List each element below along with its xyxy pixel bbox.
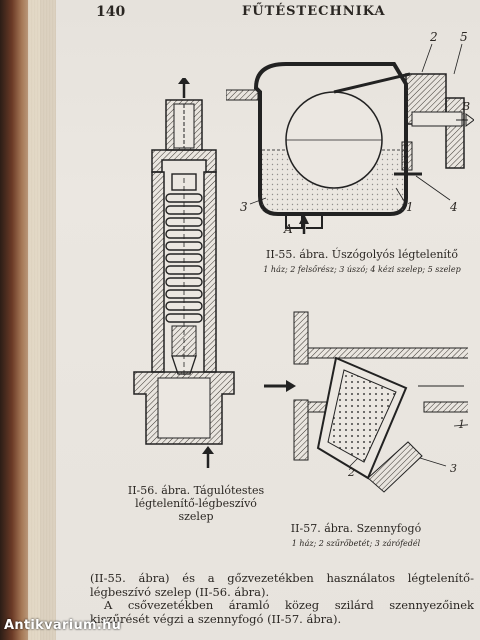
fig55-caption-title: II-55. ábra. Úszógolyós légtelenítő [266,248,458,261]
book-page: 140 FŰTÉSTECHNIKA [56,0,480,640]
fig57-caption-legend: 1 ház; 2 szűrőbetét; 3 zárófedél [291,539,421,548]
figure-ii-57-caption: II-57. ábra. Szennyfogó 1 ház; 2 szűrőbe… [256,522,456,550]
running-head: FŰTÉSTECHNIKA [242,4,386,19]
page-stack-edge [28,0,58,640]
figure-ii-55-drawing [226,43,474,234]
fig57-label-3: 3 [450,462,457,475]
watermark-logo: Antikvarium.hu [4,618,122,633]
figure-ii-56-caption: II-56. ábra. Tágulótestes légtelenítő-lé… [127,484,265,523]
fig55-caption-legend: 1 ház; 2 felsőrész; 3 úszó; 4 kézi szele… [263,265,461,274]
fig55-label-4: 4 [450,200,458,214]
fig55-label-b: B [462,100,471,113]
figure-ii-57-callouts: 1 2 3 [224,308,468,508]
fig55-label-a: A [284,222,293,236]
page-number: 140 [96,4,126,20]
figure-ii-55-callouts: 2 5 B 3 1 4 A [226,28,474,238]
fig57-label-2: 2 [348,466,355,479]
figure-ii-57-drawing [264,311,468,493]
body-paragraph-2: A csővezetékben áramló közeg szilárd sze… [90,598,474,626]
fig55-label-5: 5 [460,30,468,44]
fig57-label-1: 1 [458,418,465,431]
fig55-label-2: 2 [430,30,438,44]
figure-ii-56-drawing [133,78,235,468]
fig57-caption-title: II-57. ábra. Szennyfogó [290,522,422,535]
fig55-label-3: 3 [240,200,248,214]
figure-ii-55-caption: II-55. ábra. Úszógolyós légtelenítő 1 há… [244,248,480,276]
body-paragraph-1: (II-55. ábra) és a gőzvezetékben használ… [90,571,474,599]
body-text: (II-55. ábra) és a gőzvezetékben használ… [90,571,474,626]
fig55-label-1: 1 [406,200,414,214]
